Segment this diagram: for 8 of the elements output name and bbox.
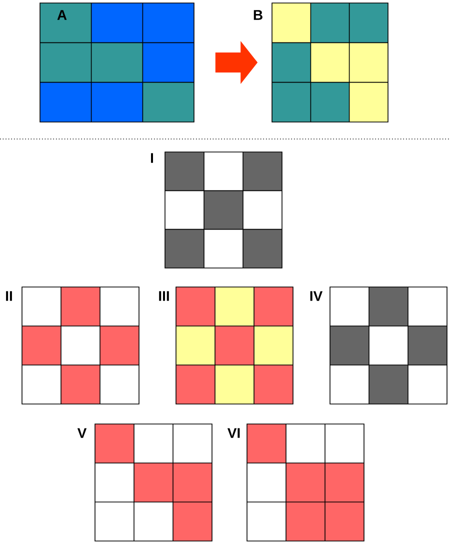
grid-label: V (77, 428, 87, 438)
grid-label: IV (310, 291, 323, 301)
grid-label: VI (227, 428, 240, 438)
grid-label: B (254, 10, 262, 20)
grid-label: III (159, 291, 169, 301)
grid-label: I (151, 153, 153, 163)
grid-label: A (57, 10, 67, 20)
grid-label: II (6, 291, 12, 301)
